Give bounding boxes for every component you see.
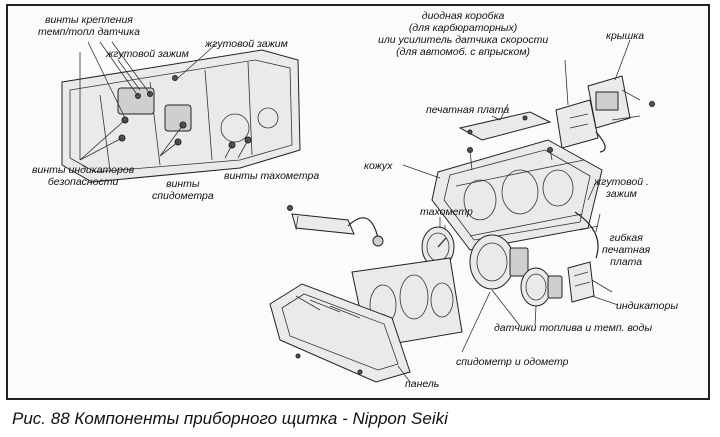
label-speedo-screws: винты спидометра [152,178,214,202]
label-fuel-temp-gauges: датчики топлива и темп. воды [494,322,653,334]
leader-lines-left [79,41,249,161]
figure-caption: Рис. 88 Компоненты приборного щитка - Ni… [12,409,448,428]
label-temp-fuel-screws: винты крепления темп/топл датчика [38,14,140,38]
label-cover: крышка [606,30,645,42]
diode-box-and-cover [555,39,655,153]
label-diode-box: диодная коробка (для карбюраторных) или … [378,10,549,58]
label-tacho-screws: винты тахометра [224,170,320,182]
label-panel: панель [405,378,440,390]
label-harness-clamp-a: жгутовой зажим [106,48,189,60]
cluster-rear-view [61,49,301,183]
label-flex-circuit: гибкая печатная плата [602,232,651,268]
label-warning-screws: винты индикаторов безопасности [32,164,135,188]
label-harness-clamp-b: жгутовой зажим [205,38,288,50]
label-harness-clamp-right: жгутовой . зажим [594,176,649,200]
panel-bezel-drawing [269,283,411,383]
leader-lines-right [397,103,619,383]
label-speedo-odometer: спидометр и одометр [456,356,569,368]
wire-harness-drawing [287,205,384,247]
label-temp-fuel-screws-text: винты крепления темп/топл датчика [38,14,140,38]
label-indicators: индикаторы [616,300,679,312]
indicators-drawing [567,261,613,303]
label-housing: кожух [364,160,393,172]
label-circuit-board: печатная плата [426,104,510,116]
circuit-board-drawing [458,111,552,141]
label-tachometer: тахометр [420,206,473,218]
flex-circuit-cable [574,211,599,259]
housing-drawing [431,139,603,251]
speedometer-and-gauges [469,234,563,307]
